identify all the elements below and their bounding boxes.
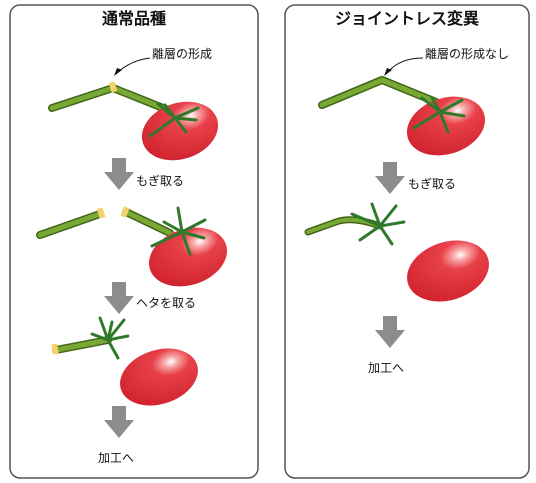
left-annotation-label: 離層の形成 bbox=[152, 47, 212, 61]
left-tomato-destemmed bbox=[120, 348, 198, 406]
left-step-3-label: 加工へ bbox=[98, 451, 134, 465]
right-stem-with-calyx bbox=[304, 202, 406, 246]
right-step-2-label: 加工へ bbox=[368, 361, 404, 375]
right-tomato-destemmed bbox=[407, 240, 489, 302]
left-tomato-with-stem-1 bbox=[48, 81, 219, 161]
left-tomato-with-pedicel bbox=[120, 206, 228, 287]
right-panel: ジョイントレス変異 離層の形成なし もぎ取る 加工へ bbox=[284, 4, 530, 479]
right-panel-title: ジョイントレス変異 bbox=[335, 9, 479, 28]
right-panel-border bbox=[284, 4, 530, 479]
right-step-1-label: もぎ取る bbox=[408, 177, 456, 191]
right-annotation-arrowhead bbox=[384, 68, 392, 76]
left-down-arrow-1 bbox=[104, 158, 134, 190]
left-step-1-label: もぎ取る bbox=[136, 174, 184, 188]
left-down-arrow-2 bbox=[104, 282, 134, 314]
right-down-arrow-1 bbox=[375, 162, 405, 194]
left-stem-with-calyx bbox=[51, 316, 130, 360]
right-down-arrow-2 bbox=[375, 316, 405, 348]
left-abscission-joint bbox=[108, 81, 118, 93]
left-panel: 通常品種 離層の形成 もぎ取る bbox=[9, 4, 259, 479]
left-panel-title: 通常品種 bbox=[102, 9, 166, 28]
left-detached-stem bbox=[36, 207, 106, 239]
left-down-arrow-3 bbox=[104, 406, 134, 438]
right-tomato-with-stem bbox=[318, 76, 486, 156]
right-annotation-label: 離層の形成なし bbox=[425, 47, 509, 61]
left-step-2-label: ヘタを取る bbox=[136, 296, 196, 310]
left-annotation-arrowhead bbox=[114, 68, 122, 76]
